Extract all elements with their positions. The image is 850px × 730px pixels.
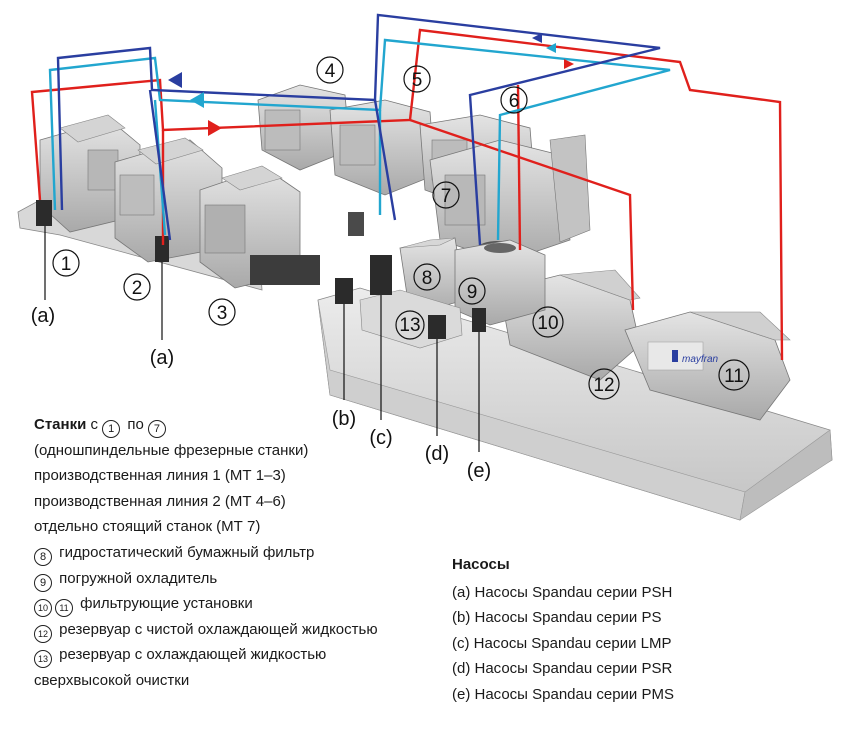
- legend-title-row: Станки с 1 по 7: [34, 412, 378, 438]
- label-4: 4: [325, 61, 336, 82]
- legend-pumps: Насосы (a) Насосы Spandau серии PSH (b) …: [452, 552, 674, 708]
- legend-item-12: 12 резервуар с чистой охлаждающей жидкос…: [34, 617, 378, 643]
- machine-2: [114, 137, 223, 263]
- label-6: 6: [509, 91, 520, 112]
- label-7: 7: [441, 186, 452, 207]
- legend-title: Станки: [34, 416, 87, 433]
- label-1: 1: [61, 254, 72, 275]
- pump-label-b: (b): [332, 408, 356, 430]
- label-2: 2: [132, 278, 143, 299]
- pump-label-e: (e): [467, 460, 491, 482]
- label-5: 5: [412, 70, 423, 91]
- filter-unit-11: [624, 311, 791, 421]
- pipes: [30, 13, 784, 361]
- pump-item-e: (e) Насосы Spandau серии PMS: [452, 685, 674, 703]
- pumps-title: Насосы: [452, 556, 510, 573]
- legend-machines: Станки с 1 по 7 (одношпиндельные фрезерн…: [34, 412, 378, 694]
- label-13: 13: [399, 315, 420, 336]
- legend-line: производственная линия 1 (МТ 1–3): [34, 467, 286, 485]
- machine-7: [429, 134, 591, 263]
- pump-letter-texts: (a) (a) (b) (c) (d) (e): [31, 305, 491, 482]
- label-9: 9: [467, 282, 478, 303]
- pump-item-b: (b) Насосы Spandau серии PS: [452, 609, 662, 627]
- label-12: 12: [593, 375, 614, 396]
- legend-item-8: 8 гидростатический бумажный фильтр: [34, 540, 378, 566]
- number-texts: 1 2 3 4 5 6 7 8 9 10 11 12 13: [61, 61, 744, 396]
- pump-item-c: (c) Насосы Spandau серии LMP: [452, 634, 672, 652]
- legend-item-13: 13 резервуар с охлаждающей жидкостью: [34, 642, 378, 669]
- flow-arrows: [168, 33, 574, 136]
- pump-label-a1: (a): [31, 305, 55, 327]
- label-10: 10: [537, 313, 558, 334]
- pump-item-d: (d) Насосы Spandau серии PSR: [452, 660, 673, 678]
- number-labels: [52, 56, 750, 400]
- legend-line: отдельно стоящий станок (МТ 7): [34, 518, 261, 536]
- legend-line: (одношпиндельные фрезерные станки): [34, 441, 309, 459]
- pump-leaders: [44, 226, 480, 452]
- label-8: 8: [422, 268, 433, 289]
- logo: mayfran: [672, 350, 719, 365]
- legend-line: сверхвысокой очистки: [34, 671, 190, 689]
- label-11: 11: [724, 366, 744, 387]
- label-3: 3: [217, 303, 228, 324]
- pumps: [36, 200, 486, 339]
- submerged-cooler-9: [454, 239, 546, 326]
- pump-item-a: (a) Насосы Spandau серии PSH: [452, 583, 673, 601]
- pump-label-c: (c): [369, 427, 392, 449]
- pump-label-d: (d): [425, 443, 449, 465]
- legend-line: производственная линия 2 (МТ 4–6): [34, 492, 286, 510]
- pump-label-a2: (a): [150, 347, 174, 369]
- machine-3: [199, 165, 320, 289]
- svg-text:mayfran: mayfran: [682, 354, 719, 365]
- legend-item-9: 9 погружной охладитель: [34, 566, 378, 592]
